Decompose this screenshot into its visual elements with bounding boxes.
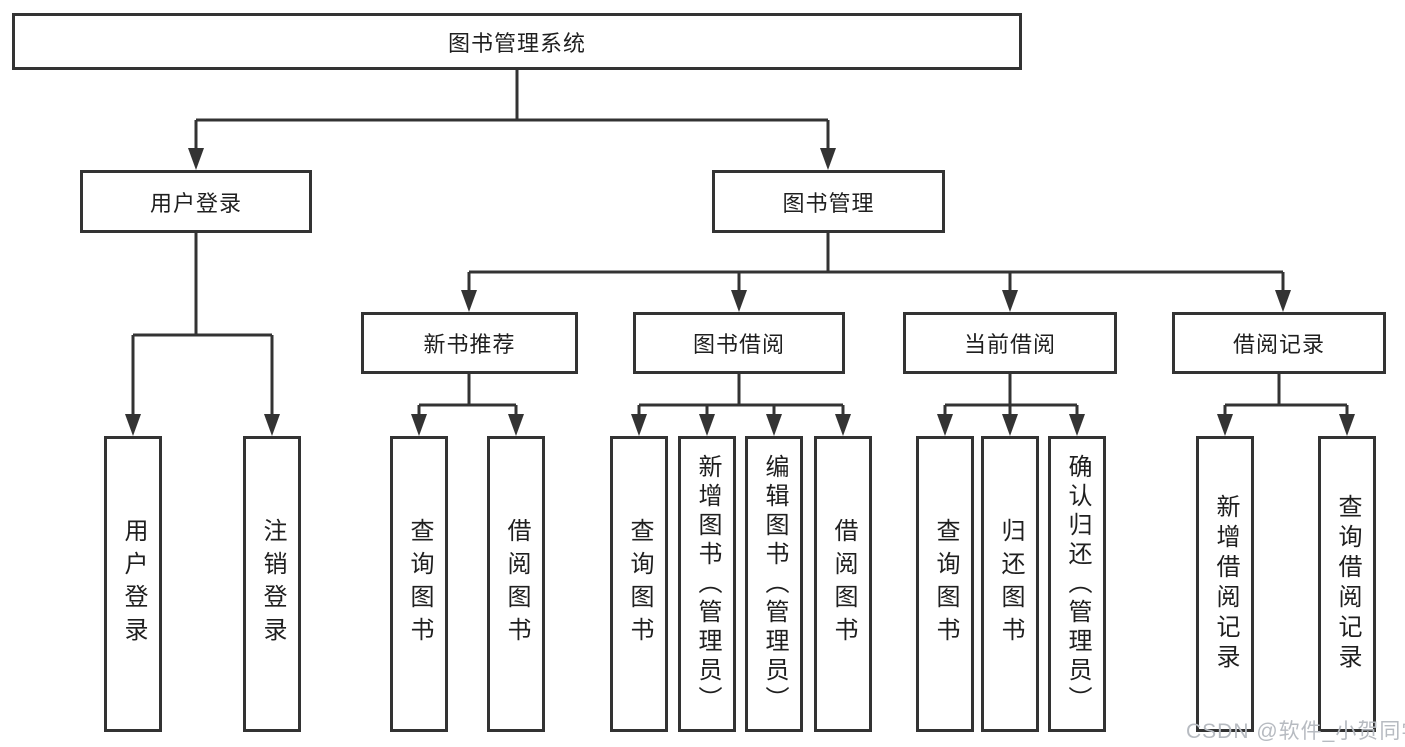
leaf-bb-edit-book-admin-label: 编辑图书（管理员） xyxy=(761,453,788,715)
leaf-nbr-borrow-books-label: 借阅图书 xyxy=(503,518,530,650)
leaf-cb-confirm-return-admin-label: 确认归还（管理员） xyxy=(1064,453,1091,715)
leaf-bb-borrow-books-label: 借阅图书 xyxy=(830,518,857,650)
node-new-book-recommend: 新书推荐 xyxy=(361,312,578,374)
leaf-bb-add-book-admin: 新增图书（管理员） xyxy=(678,436,736,732)
leaf-nbr-query-books: 查询图书 xyxy=(390,436,448,732)
node-book-borrow: 图书借阅 xyxy=(633,312,845,374)
node-borrow-records: 借阅记录 xyxy=(1172,312,1386,374)
leaf-logout: 注销登录 xyxy=(243,436,301,732)
node-new-book-recommend-label: 新书推荐 xyxy=(423,332,516,357)
node-book-management-label: 图书管理 xyxy=(782,190,875,216)
node-current-borrow-label: 当前借阅 xyxy=(963,332,1056,357)
leaf-bb-borrow-books: 借阅图书 xyxy=(814,436,872,732)
leaf-nbr-query-books-label: 查询图书 xyxy=(406,518,433,650)
node-user-login: 用户登录 xyxy=(80,170,312,233)
leaf-user-login-label: 用户登录 xyxy=(120,518,147,650)
node-current-borrow: 当前借阅 xyxy=(903,312,1117,374)
leaf-bb-query-books: 查询图书 xyxy=(610,436,668,732)
node-user-login-label: 用户登录 xyxy=(149,190,242,216)
leaf-br-add-record-label: 新增借阅记录 xyxy=(1212,494,1239,674)
leaf-user-login: 用户登录 xyxy=(104,436,162,732)
leaf-cb-query-books-label: 查询图书 xyxy=(932,518,959,650)
node-root: 图书管理系统 xyxy=(12,13,1022,70)
leaf-cb-return-books-label: 归还图书 xyxy=(997,518,1024,650)
leaf-nbr-borrow-books: 借阅图书 xyxy=(487,436,545,732)
watermark: CSDN @软件_小贺同学 xyxy=(1186,720,1405,743)
leaf-cb-query-books: 查询图书 xyxy=(916,436,974,732)
leaf-br-query-record: 查询借阅记录 xyxy=(1318,436,1376,732)
arrowhead-icons xyxy=(125,148,1355,436)
connector-lines xyxy=(131,70,1349,416)
node-root-label: 图书管理系统 xyxy=(447,30,586,56)
leaf-bb-edit-book-admin: 编辑图书（管理员） xyxy=(745,436,803,732)
leaf-bb-add-book-admin-label: 新增图书（管理员） xyxy=(694,453,721,715)
leaf-cb-return-books: 归还图书 xyxy=(981,436,1039,732)
leaf-br-add-record: 新增借阅记录 xyxy=(1196,436,1254,732)
leaf-bb-query-books-label: 查询图书 xyxy=(626,518,653,650)
leaf-cb-confirm-return-admin: 确认归还（管理员） xyxy=(1048,436,1106,732)
node-book-management: 图书管理 xyxy=(712,170,945,233)
leaf-logout-label: 注销登录 xyxy=(259,518,286,650)
node-book-borrow-label: 图书借阅 xyxy=(692,332,785,357)
leaf-br-query-record-label: 查询借阅记录 xyxy=(1334,494,1361,674)
node-borrow-records-label: 借阅记录 xyxy=(1232,332,1325,357)
